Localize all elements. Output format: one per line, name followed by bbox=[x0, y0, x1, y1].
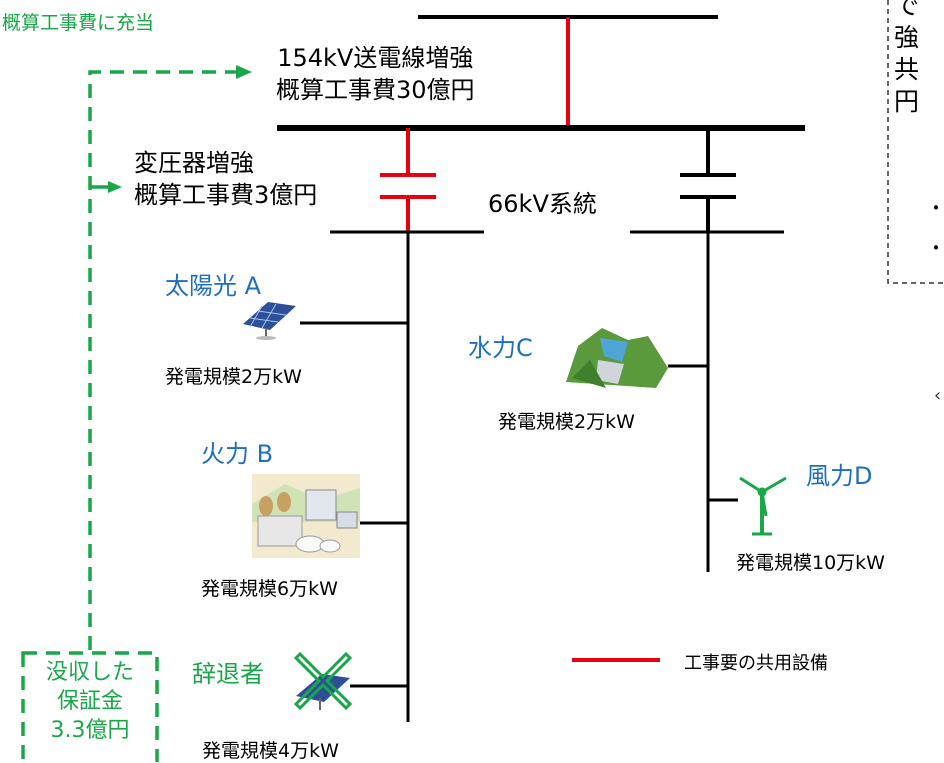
system-label: 66kV系統 bbox=[488, 190, 597, 218]
note-line2: 強 bbox=[894, 23, 920, 52]
line-upgrade-label: 154kV送電線増強 概算工事費30億円 bbox=[276, 42, 475, 106]
cost-allocation-label: 概算工事費に充当 bbox=[2, 12, 155, 34]
note-line4: 円 bbox=[894, 87, 920, 116]
generator-name-thermal-b: 火力 B bbox=[201, 440, 274, 468]
thermal-plant-icon bbox=[252, 474, 360, 558]
legend-label: 工事要の共用設備 bbox=[684, 653, 828, 674]
forfeited-deposit-text: 没収した 保証金 3.3億円 bbox=[26, 658, 154, 745]
generator-capacity-withdrawn: 発電規模4万kW bbox=[202, 740, 339, 762]
generator-capacity-solar-a: 発電規模2万kW bbox=[165, 366, 302, 388]
generator-name-withdrawn: 辞退者 bbox=[192, 660, 264, 688]
line-upgrade-name: 154kV送電線増強 bbox=[277, 44, 474, 72]
solar-panel-icon bbox=[243, 302, 296, 340]
forfeit-amount: 3.3億円 bbox=[50, 718, 130, 743]
generator-name-hydro-c: 水力C bbox=[468, 334, 533, 362]
hydro-dam-icon bbox=[566, 328, 668, 388]
generator-capacity-wind-d: 発電規模10万kW bbox=[736, 552, 885, 574]
allocation-arrowhead-upper bbox=[236, 65, 252, 79]
allocation-arrowhead-lower bbox=[108, 181, 122, 193]
note-bullet-2: ・ bbox=[926, 236, 944, 260]
note-fragment: で 強 共 円 bbox=[894, 0, 919, 118]
transformer-upgrade-cost: 概算工事費3億円 bbox=[134, 181, 318, 209]
forfeit-box bbox=[21, 651, 159, 762]
generator-capacity-thermal-b: 発電規模6万kW bbox=[201, 578, 338, 600]
forfeit-line1: 没収した bbox=[45, 660, 134, 685]
allocation-dashed-path bbox=[88, 70, 236, 650]
transformer-upgrade-name: 変圧器増強 bbox=[134, 149, 254, 177]
generator-name-solar-a: 太陽光 A bbox=[165, 272, 262, 300]
transformer-upgrade-label: 変圧器増強 概算工事費3億円 bbox=[134, 147, 317, 211]
chevron-left-icon: ‹ bbox=[934, 385, 942, 406]
note-bullet-1: ・ bbox=[926, 196, 944, 220]
line-upgrade-cost: 概算工事費30億円 bbox=[276, 76, 475, 104]
withdrawn-solar-icon bbox=[296, 674, 350, 710]
note-box bbox=[887, 0, 944, 284]
withdrawn-cross-icon bbox=[293, 651, 353, 711]
note-line3: 共 bbox=[894, 55, 920, 84]
forfeit-line2: 保証金 bbox=[56, 689, 123, 714]
generator-capacity-hydro-c: 発電規模2万kW bbox=[498, 411, 635, 433]
wind-turbine-icon bbox=[739, 476, 787, 536]
generator-name-wind-d: 風力D bbox=[806, 462, 873, 490]
note-line1: で bbox=[894, 0, 920, 20]
